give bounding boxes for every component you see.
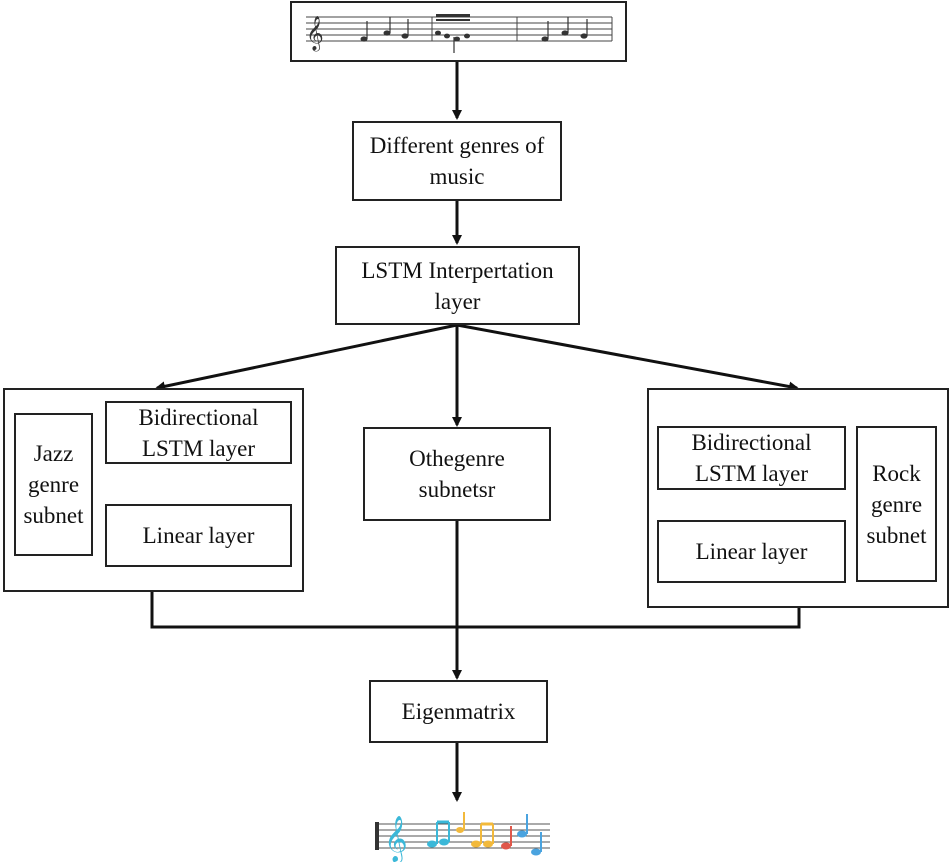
rock-linear-label: Linear layer: [695, 539, 808, 564]
merge-line: [150, 592, 801, 629]
colored-notes-icon: [427, 812, 542, 856]
sheet-music-graphic: 𝄞: [306, 14, 613, 53]
eigenmatrix-label: Eigenmatrix: [401, 699, 516, 724]
lstm-interpretation-box: LSTM Interpertation layer: [335, 246, 580, 325]
rock-bilstm-box: Bidirectional LSTM layer: [657, 426, 846, 490]
rock-subnet-label: Rock genre subnet: [866, 460, 927, 548]
output-music-notes-image: 𝄞: [375, 812, 550, 862]
treble-clef-icon: 𝄞: [306, 16, 324, 52]
input-sheet-music-image: 𝄞: [290, 1, 627, 62]
arrow-lstm-to-rock: [456, 323, 799, 392]
jazz-bilstm-label: Bidirectional LSTM layer: [138, 404, 259, 461]
jazz-bilstm-box: Bidirectional LSTM layer: [105, 401, 292, 464]
other-subnets-box: Othegenre subnetsr: [363, 427, 551, 521]
rock-linear-box: Linear layer: [657, 520, 846, 583]
lstm-interpretation-label: LSTM Interpertation layer: [361, 257, 554, 314]
treble-clef-icon: 𝄞: [384, 816, 408, 862]
jazz-linear-label: Linear layer: [142, 523, 255, 548]
genres-label: Different genres of music: [369, 133, 545, 189]
rock-subnet-label-box: Rock genre subnet: [856, 426, 937, 582]
rock-bilstm-label: Bidirectional LSTM layer: [691, 430, 812, 486]
jazz-subnet-label: Jazz genre subnet: [23, 441, 84, 528]
jazz-subnet-label-box: Jazz genre subnet: [14, 413, 93, 556]
arrow-lstm-to-jazz: [155, 323, 458, 392]
genres-box: Different genres of music: [352, 121, 562, 201]
eigenmatrix-box: Eigenmatrix: [369, 680, 548, 743]
other-subnets-label: Othegenre subnetsr: [409, 446, 505, 502]
jazz-linear-box: Linear layer: [105, 504, 292, 567]
